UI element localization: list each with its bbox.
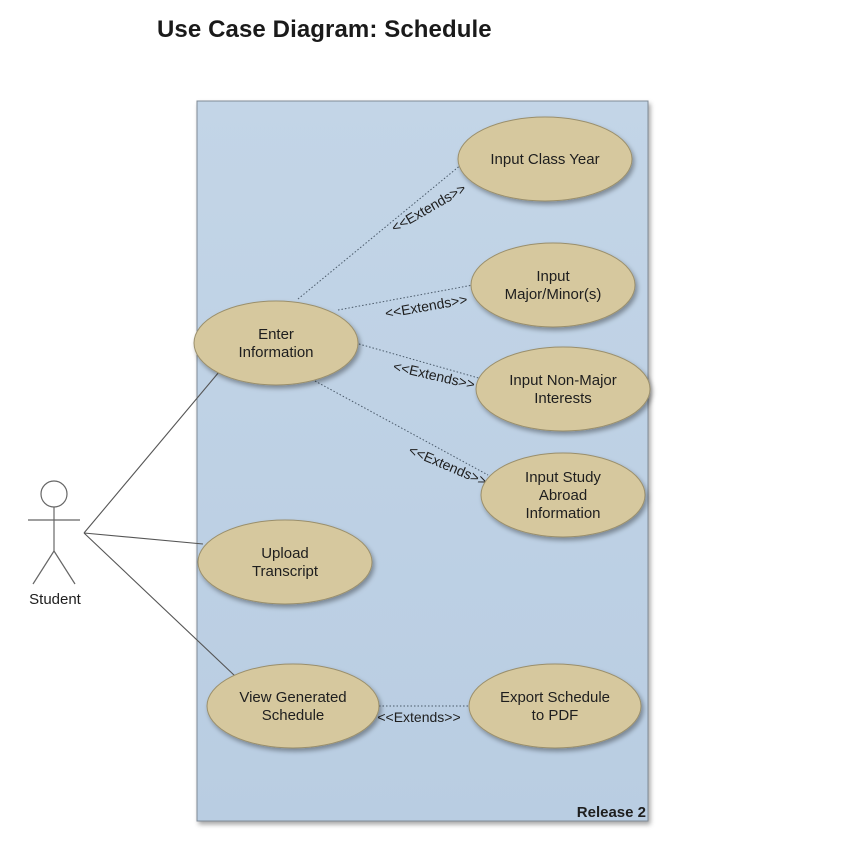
extends-line-study [314,380,489,476]
association-line-upload [83,532,204,545]
actor-student [28,480,80,585]
use-case-ellipse-major [470,242,636,328]
actor-head [40,480,68,508]
association-line-enter [83,371,220,534]
use-case-label-view-1: Schedule [262,707,325,724]
use-case-label-nonmajor-1: Interests [534,390,592,407]
use-case-label-enter-1: Information [238,344,313,361]
actor-label: Student [29,591,82,608]
use-case-ellipse-classyear [457,116,633,202]
diagram-title: Use Case Diagram: Schedule [157,16,492,43]
extends-line-classyear [297,163,463,300]
system-boundary-label: Release 2 [577,804,646,821]
use-case-label-classyear-0: Input Class Year [490,151,599,168]
use-case-label-nonmajor-0: Input Non-Major [509,372,617,389]
actor-right-leg [53,550,76,585]
use-case-label-study-2: Information [525,505,600,522]
use-case-label-enter-0: Enter [258,326,294,343]
use-case-label-major-0: Input [536,268,570,285]
use-case-label-upload-0: Upload [261,545,309,562]
use-case-ellipse-nonmajor [475,346,651,432]
use-case-ellipse-view [206,663,380,749]
extends-line-nonmajor [358,343,483,380]
actor-left-leg [32,550,55,585]
use-case-label-upload-1: Transcript [252,563,319,580]
use-case-ellipse-enter [193,300,359,386]
use-case-label-view-0: View Generated [239,689,346,706]
use-case-ellipse-study [480,452,646,538]
use-case-ellipse-export [468,663,642,749]
use-case-label-study-1: Abroad [539,487,587,504]
use-case-ellipse-upload [197,519,373,605]
use-case-label-study-0: Input Study [525,469,601,486]
use-case-label-major-1: Major/Minor(s) [505,286,602,303]
association-line-view [83,532,236,677]
use-case-label-export-1: to PDF [532,707,579,724]
extends-label-export: <<Extends>> [377,709,460,725]
use-case-classyear: Input Class Year [457,116,633,202]
use-case-label-export-0: Export Schedule [500,689,610,706]
